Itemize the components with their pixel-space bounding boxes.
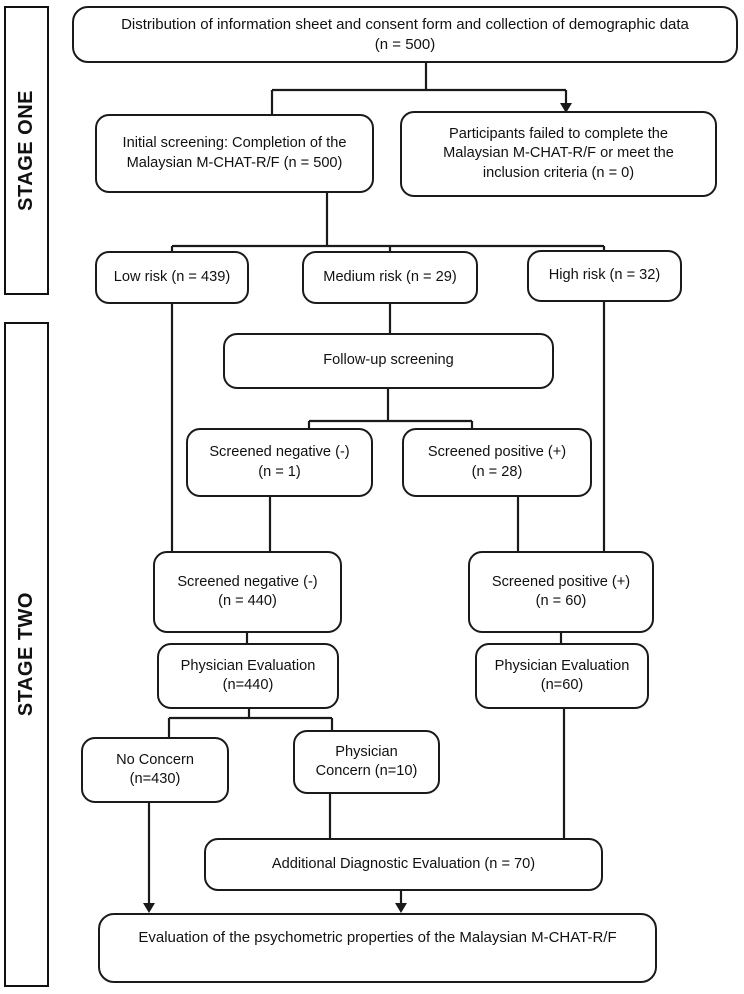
node-low-risk-line1: Low risk (n = 439) — [113, 268, 231, 285]
node-screened-negative-1-line2: (n = 1) — [258, 463, 301, 480]
node-screened-positive-60-line2: (n = 60) — [535, 593, 587, 609]
node-physician-concern-line2: Concern (n=10) — [315, 763, 418, 779]
node-additional-eval-line1: Additional Diagnostic Evaluation (n = 70… — [271, 855, 536, 872]
node-additional-eval: Additional Diagnostic Evaluation (n = 70… — [204, 838, 603, 891]
node-physician-concern: Physician Concern (n=10) — [293, 730, 440, 794]
node-screened-negative-440-line2: (n = 440) — [218, 593, 277, 609]
node-follow-up-line1: Follow-up screening — [323, 352, 454, 369]
node-physician-eval-440-line2: (n=440) — [222, 677, 274, 693]
node-high-risk-line1: High risk (n = 32) — [548, 267, 661, 284]
node-failed-line3: inclusion criteria (n = 0) — [482, 164, 635, 181]
node-screened-negative-440: Screened negative (-) (n = 440) — [153, 551, 342, 633]
stage-two-bar: STAGE TWO — [4, 322, 49, 987]
node-initial-screening-line1: Initial screening: Completion of the — [122, 135, 347, 152]
node-distribution-line1: Distribution of information sheet and co… — [121, 15, 689, 33]
stage-one-label: STAGE ONE — [15, 90, 37, 211]
node-screened-negative-440-line1: Screened negative (-) — [177, 573, 318, 590]
arrowhead-to-failed — [560, 103, 572, 113]
node-psychometric-eval: Evaluation of the psychometric propertie… — [98, 913, 657, 983]
stage-one-bar: STAGE ONE — [4, 6, 49, 295]
node-follow-up: Follow-up screening — [223, 333, 554, 389]
node-physician-eval-440-line1: Physician Evaluation — [180, 657, 316, 674]
node-initial-screening: Initial screening: Completion of the Mal… — [95, 114, 374, 193]
node-initial-screening-line2: Malaysian M-CHAT-R/F (n = 500) — [126, 154, 343, 171]
node-screened-positive-60: Screened positive (+) (n = 60) — [468, 551, 654, 633]
node-low-risk: Low risk (n = 439) — [95, 251, 249, 304]
node-failed-line1: Participants failed to complete the — [448, 126, 669, 143]
node-no-concern-line2: (n=430) — [129, 771, 181, 787]
node-failed: Participants failed to complete the Mala… — [400, 111, 717, 197]
node-screened-positive-28-line1: Screened positive (+) — [427, 444, 567, 461]
node-screened-negative-1: Screened negative (-) (n = 1) — [186, 428, 373, 497]
node-no-concern: No Concern (n=430) — [81, 737, 229, 803]
node-screened-positive-28: Screened positive (+) (n = 28) — [402, 428, 592, 497]
node-psychometric-eval-line1: Evaluation of the psychometric propertie… — [138, 929, 617, 946]
stage-two-label: STAGE TWO — [15, 592, 37, 717]
arrowhead-noconcern-to-bottom — [143, 903, 155, 913]
node-screened-negative-1-line1: Screened negative (-) — [209, 444, 350, 461]
node-screened-positive-28-line2: (n = 28) — [471, 463, 523, 480]
node-physician-eval-60-line1: Physician Evaluation — [494, 657, 630, 674]
node-physician-eval-60-line2: (n=60) — [540, 677, 584, 693]
node-distribution-line2: (n = 500) — [374, 35, 436, 53]
node-physician-eval-60: Physician Evaluation (n=60) — [475, 643, 649, 709]
node-screened-positive-60-line1: Screened positive (+) — [491, 573, 631, 590]
node-failed-line2: Malaysian M-CHAT-R/F or meet the — [443, 145, 674, 162]
node-physician-concern-line1: Physician — [335, 743, 398, 760]
arrowhead-additional-to-bottom — [395, 903, 407, 913]
node-physician-eval-440: Physician Evaluation (n=440) — [157, 643, 339, 709]
node-medium-risk-line1: Medium risk (n = 29) — [323, 268, 457, 285]
node-high-risk: High risk (n = 32) — [527, 250, 682, 302]
node-distribution: Distribution of information sheet and co… — [72, 6, 738, 63]
node-no-concern-line1: No Concern — [116, 751, 194, 768]
node-medium-risk: Medium risk (n = 29) — [302, 251, 478, 304]
